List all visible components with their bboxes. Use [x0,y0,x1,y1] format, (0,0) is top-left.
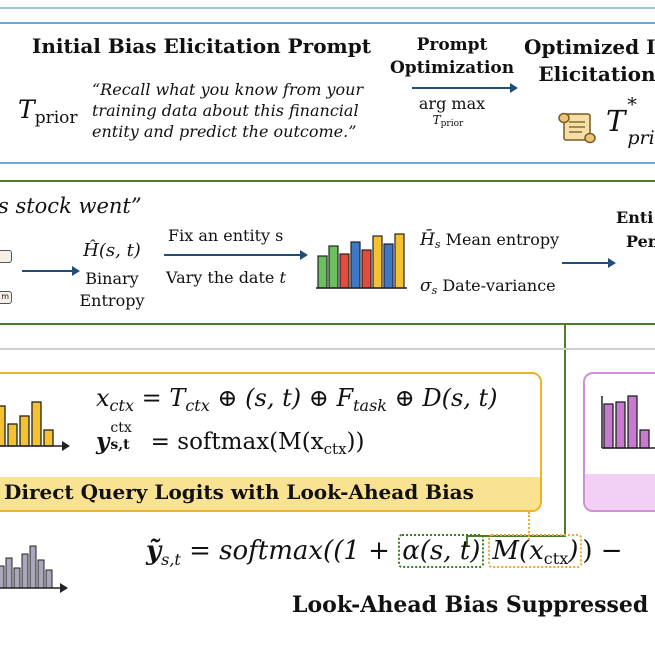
sigma-symbol: σ [420,276,432,296]
quote-line-3: entity and predict the outcome.” [92,122,357,141]
eq1-rhs-a-sub: ctx [185,396,210,415]
prompt-opt-line-1: Prompt [416,35,488,55]
date-variance-label: σs Date-variance [420,276,556,297]
eq1-rhs-a: = T [133,384,186,412]
binary-line-1: Binary [85,269,139,288]
argmax-subscript: Tprior [400,113,496,129]
direct-query-banner: Direct Query Logits with Look-Ahead Bias [4,480,474,504]
elicitation-quote: “Recall what you know from your training… [92,79,363,142]
model-term: M(xctx) [488,534,583,568]
stock-went-text: s stock went” [0,194,142,218]
t-prior-label: Tprior [18,95,78,128]
t-star-sup: * [627,94,637,116]
mean-entropy-label: H̄s Mean entropy [420,230,559,251]
suppressed-title: Look-Ahead Bias Suppressed [292,592,649,618]
eq1-lhs-sub: ctx [109,396,134,415]
optimized-line-1: Optimized In [524,35,655,59]
scroll-icon [558,112,596,144]
arrow-to-penalty-icon [562,258,616,268]
m-sub: ctx [543,549,569,568]
eq-part-1: = softmax((1 + [180,536,399,566]
magenta-bar-chart-icon [601,395,655,449]
green-connector-vertical [564,325,566,537]
t-star-sub: prior [627,127,655,149]
eq-end: ) − [582,536,623,566]
y-tilde: ỹ [146,536,162,566]
fix-entity-label: Fix an entity s [168,226,284,245]
t-star-prior-label: T* prior [606,94,655,149]
direct-query-box [0,372,542,512]
eq2-lhs-sub: s,t [110,437,130,453]
entity-label: Enti [616,208,654,227]
quote-line-2: training data about this financial [92,101,359,120]
quote-line-1: “Recall what you know from your [92,80,364,99]
vary-var: t [279,268,286,287]
t-prior-sub: prior [34,108,78,128]
x-ctx-equation: xctx = Tctx ⊕ (s, t) ⊕ Ftask ⊕ D(s, t) [96,384,498,415]
token-box-1 [0,250,12,263]
m-part: M(x [492,536,544,566]
vary-date-label: Vary the date t [166,268,286,287]
entropy-symbol: Ĥ(s, t) [83,240,141,261]
sigma-sub: s [431,284,438,297]
prompt-panel [0,22,655,164]
suppressed-equation: ỹs,t = softmax((1 + α(s, t)M(xctx)) − [146,534,623,569]
eq1-lhs: x [96,384,110,412]
mean-sub: s [434,238,441,251]
alpha-term: α(s, t) [398,534,485,568]
eq2-rhs-sub: ctx [323,440,347,458]
direct-query-banner-bg [0,477,540,510]
green-connector-drop [466,535,468,547]
top-divider [0,7,655,9]
arrow-to-entropy-icon [22,266,80,276]
mean-text: Mean entropy [440,230,560,249]
entropy-bar-chart-icon [316,233,407,289]
eq2-lhs: y [96,428,110,455]
binary-line-2: Entropy [79,291,145,310]
optimized-line-2: Elicitation [538,62,655,86]
eq1-rhs-b-sub: task [353,396,387,415]
orange-connector [528,512,530,540]
y-sub: s,t [161,550,181,569]
argmax-sub-base: T [432,113,441,127]
m-end: ) [568,536,579,566]
entropy-panel [0,180,655,325]
penalty-label: Pen [626,232,655,251]
eq2-rhs: = softmax(M(x [143,429,324,455]
eq1-rhs-b: ⊕ (s, t) ⊕ F [209,384,354,412]
argmax-sub-sub: prior [440,119,464,129]
vary-prefix: Vary the date [166,268,280,287]
eq1-rhs-c: ⊕ D(s, t) [386,384,498,412]
optimized-label: Optimized In Elicitation [522,34,655,88]
fix-vary-arrow-icon [164,250,308,260]
optimization-arrow-icon [412,83,518,93]
initial-prompt-title: Initial Bias Elicitation Prompt [32,34,371,58]
prompt-optimization-label: Prompt Optimization [390,34,514,80]
argmax-label: arg max [418,94,486,113]
binary-entropy-label: Binary Entropy [72,268,152,312]
gray-bar-chart-icon [0,545,68,593]
green-connector-horizontal [466,535,566,537]
prompt-opt-line-2: Optimization [390,58,515,78]
yellow-bar-chart-icon [0,401,70,451]
pink-logits-banner-bg [585,474,655,510]
eq2-lhs-sup: ctx [110,420,132,436]
token-box-2: m [0,291,12,304]
section-separator [0,348,655,350]
t-prior-base: T [18,95,35,124]
eq2-rhs-end: )) [346,429,365,455]
mean-symbol: H̄ [420,230,435,250]
sigma-text: Date-variance [437,276,556,295]
t-star-base: T [606,104,626,138]
